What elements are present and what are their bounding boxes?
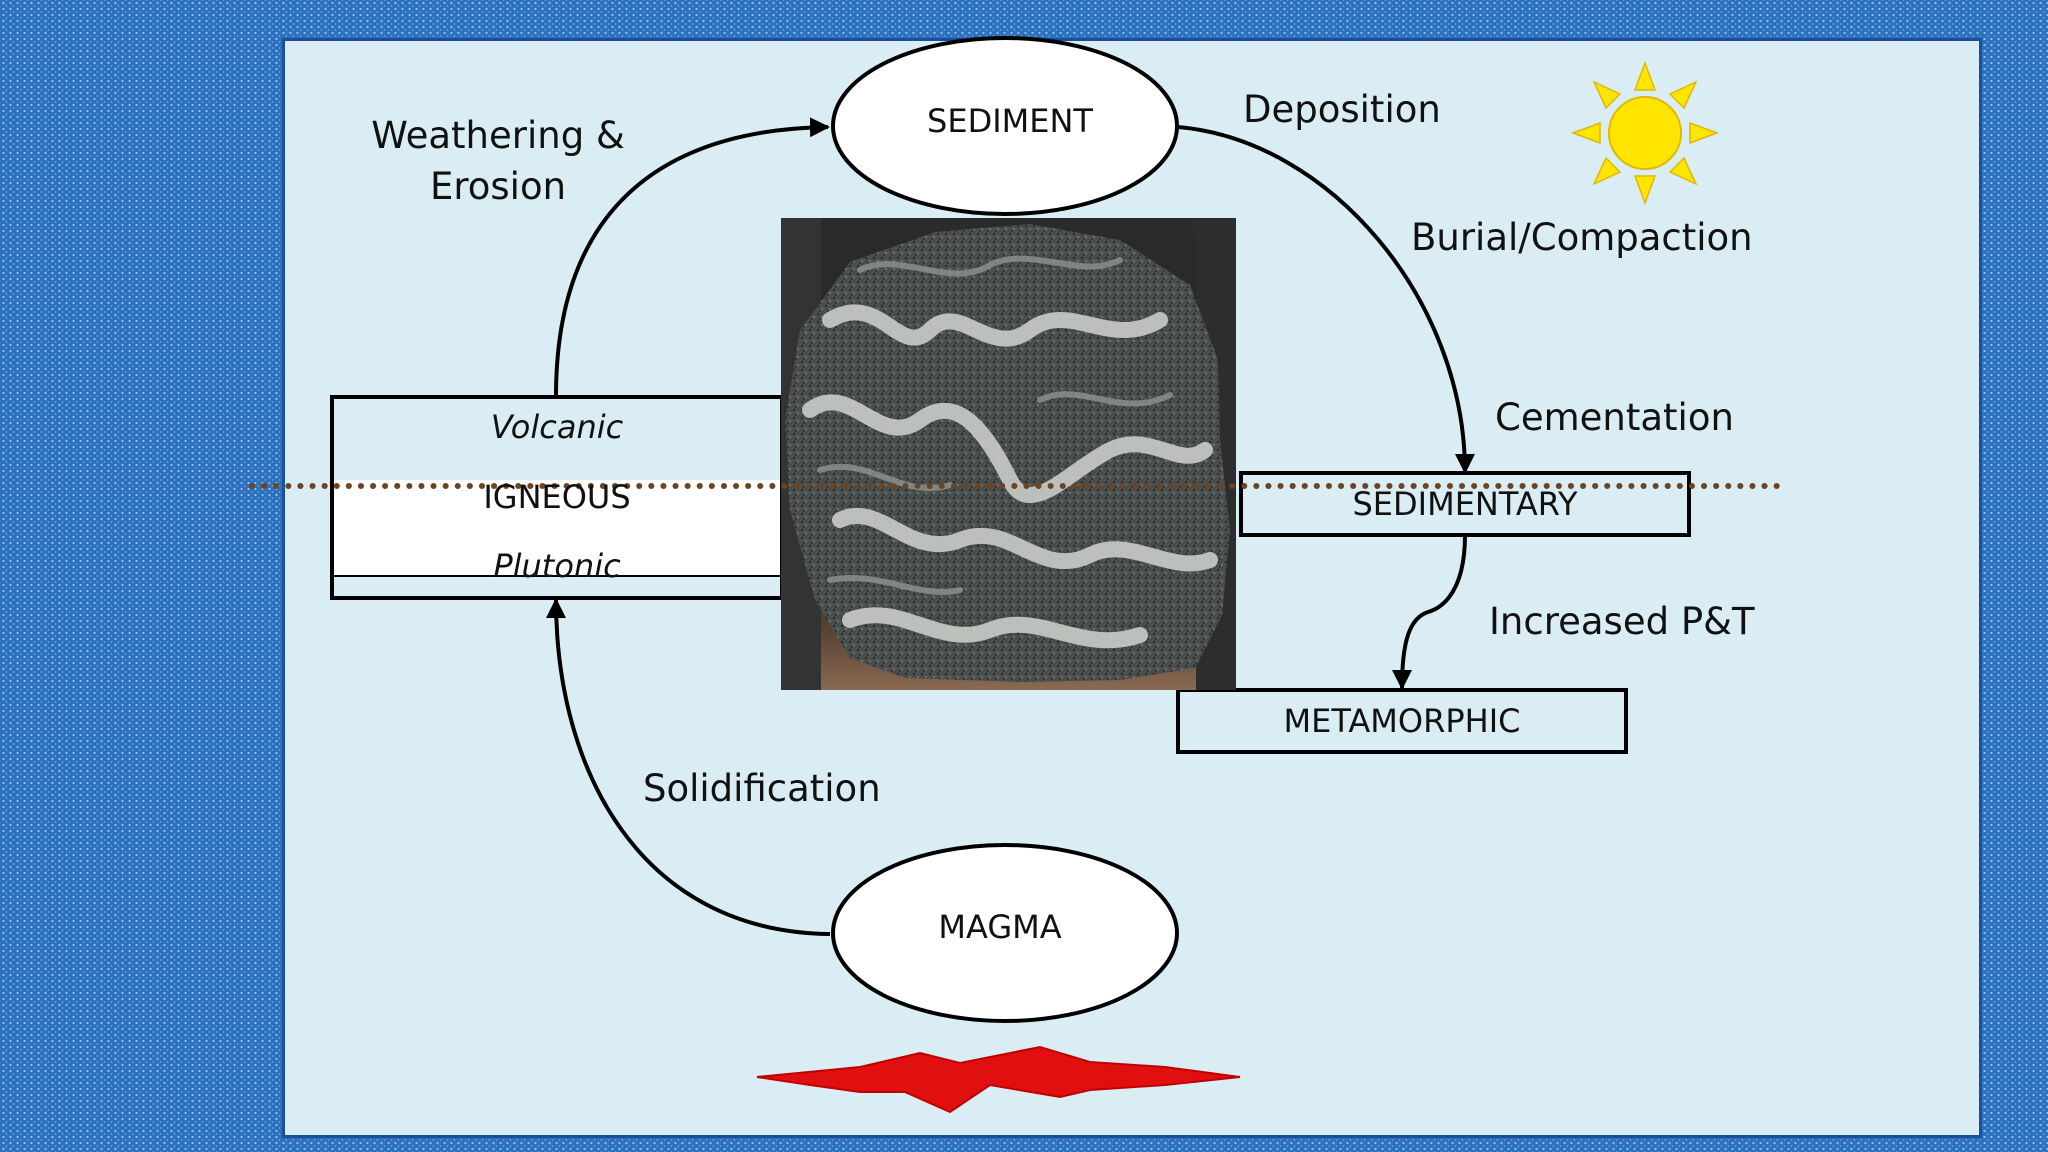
magma-ellipse	[831, 843, 1179, 1023]
igneous-label: IGNEOUS	[483, 478, 631, 516]
igneous-box	[330, 395, 784, 600]
volcanic-label: Volcanic	[490, 408, 624, 446]
sediment-ellipse	[831, 36, 1179, 216]
sun-icon	[1570, 60, 1720, 206]
gneiss-rock-photo	[781, 218, 1236, 690]
cementation-label: Cementation	[1495, 396, 1734, 439]
arrow-sedimentary-to-metamorphic	[1392, 534, 1467, 690]
burial-compaction-label: Burial/Compaction	[1411, 216, 1753, 259]
sedimentary-label: SEDIMENTARY	[1352, 485, 1578, 523]
weathering-label: Weathering &	[371, 114, 625, 157]
cycle-arrows	[546, 117, 1475, 936]
magma-label: MAGMA	[938, 908, 1062, 946]
metamorphic-label: METAMORPHIC	[1283, 702, 1521, 740]
metamorphic-box	[1176, 688, 1628, 754]
arrow-magma-to-igneous	[546, 598, 831, 936]
arrow-igneous-to-sediment	[554, 117, 830, 397]
solidification-label: Solidification	[643, 767, 881, 810]
sediment-label: SEDIMENT	[927, 102, 1093, 140]
heat-burst-icon	[756, 1045, 1241, 1114]
erosion-label: Erosion	[429, 165, 567, 208]
deposition-label: Deposition	[1243, 88, 1441, 131]
arrow-sediment-to-sedimentary	[1177, 125, 1475, 474]
increased-pt-label: Increased P&T	[1489, 600, 1755, 643]
plutonic-label: Plutonic	[493, 547, 621, 585]
